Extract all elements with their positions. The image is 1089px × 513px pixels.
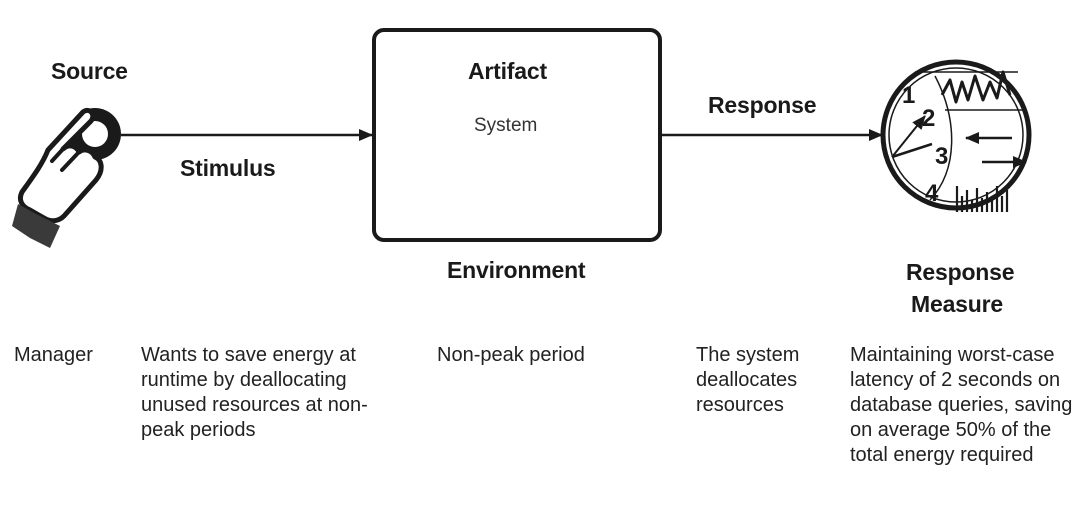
environment-title: Environment	[447, 257, 586, 283]
dial-number-1: 1	[902, 82, 915, 109]
response-measure-title: Response Measure	[906, 256, 1015, 320]
response-measure-title-line2: Measure	[911, 291, 1003, 317]
environment-value: Non-peak period	[437, 344, 585, 366]
source-title: Source	[51, 58, 128, 84]
dial-number-4: 4	[925, 180, 939, 207]
response-measure-value: Maintaining worst-case latency of 2 seco…	[850, 344, 1073, 466]
response-value: The system deallocates resources	[696, 344, 800, 416]
dial-number-2: 2	[922, 105, 935, 132]
pointing-hand-icon	[12, 107, 121, 248]
dial-number-3: 3	[935, 143, 948, 170]
source-value: Manager	[14, 344, 93, 366]
artifact-value: System	[474, 115, 538, 136]
stimulus-value: Wants to save energy at runtime by deall…	[141, 344, 368, 441]
response-title: Response	[708, 92, 817, 118]
measurement-gauge-icon: 1 2 3 4	[880, 59, 1032, 212]
response-measure-title-line1: Response	[906, 259, 1015, 285]
stimulus-title: Stimulus	[180, 155, 276, 181]
artifact-title: Artifact	[468, 58, 547, 84]
